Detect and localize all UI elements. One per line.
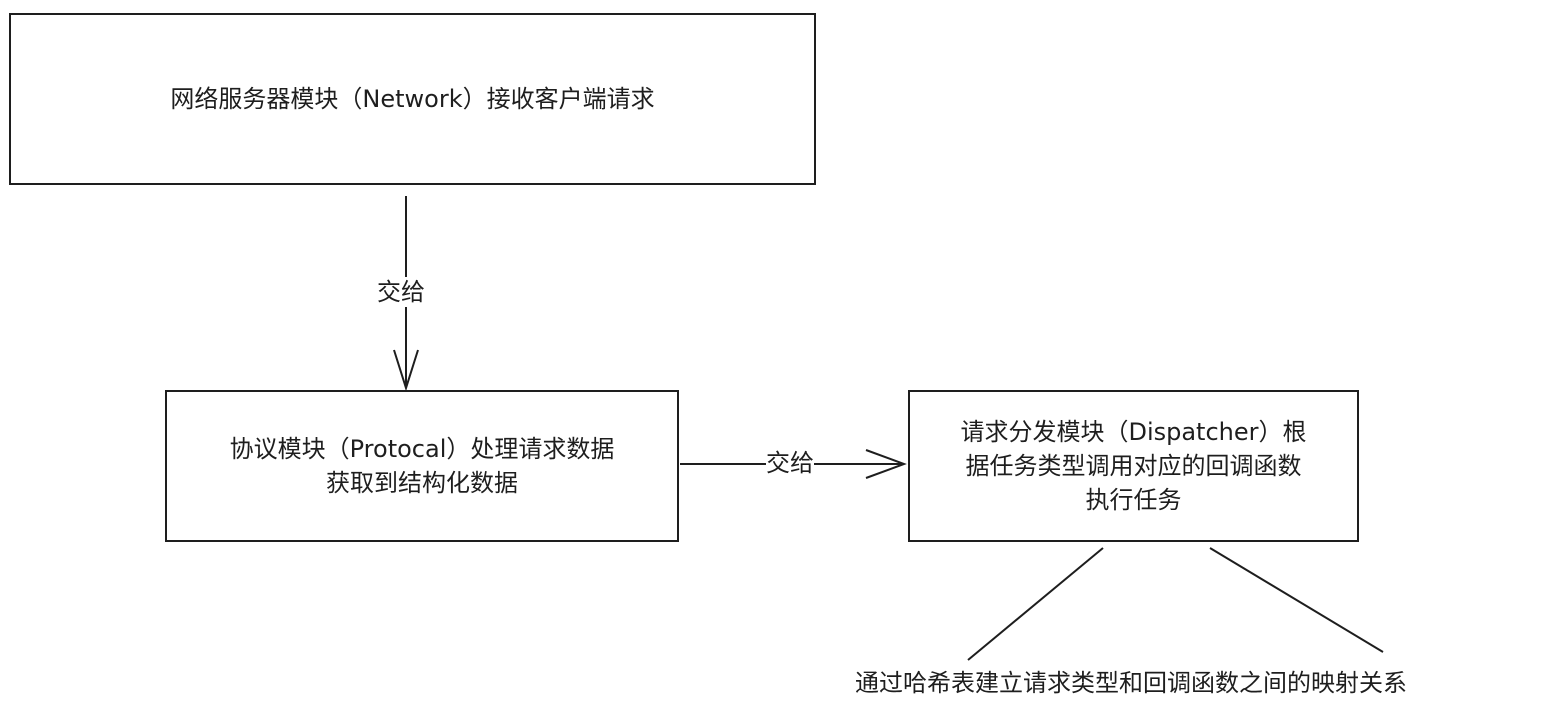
node-dispatcher-line: 请求分发模块（Dispatcher）根 xyxy=(960,418,1307,446)
note-text: 通过哈希表建立请求类型和回调函数之间的映射关系 xyxy=(855,669,1407,697)
node-dispatcher-line: 执行任务 xyxy=(1085,486,1182,514)
node-protocol: 协议模块（Protocal）处理请求数据 获取到结构化数据 xyxy=(165,390,679,542)
arrow-protocol-to-dispatcher-head xyxy=(865,449,907,479)
node-protocol-line: 获取到结构化数据 xyxy=(326,469,518,497)
note-connector-left xyxy=(967,547,1104,661)
edge-label-network-to-protocol: 交给 xyxy=(377,277,425,307)
node-protocol-text: 协议模块（Protocal）处理请求数据 获取到结构化数据 xyxy=(220,432,625,500)
node-dispatcher: 请求分发模块（Dispatcher）根 据任务类型调用对应的回调函数 执行任务 xyxy=(908,390,1359,542)
arrow-network-to-protocol-head xyxy=(393,349,419,392)
node-network-line: 网络服务器模块（Network）接收客户端请求 xyxy=(170,85,655,113)
note-connector-right xyxy=(1209,547,1384,653)
node-network-text: 网络服务器模块（Network）接收客户端请求 xyxy=(160,82,664,116)
node-dispatcher-line: 据任务类型调用对应的回调函数 xyxy=(965,452,1302,480)
node-network: 网络服务器模块（Network）接收客户端请求 xyxy=(9,13,816,185)
edge-label-protocol-to-dispatcher: 交给 xyxy=(766,448,814,478)
node-dispatcher-text: 请求分发模块（Dispatcher）根 据任务类型调用对应的回调函数 执行任务 xyxy=(950,415,1316,517)
node-protocol-line: 协议模块（Protocal）处理请求数据 xyxy=(229,435,615,463)
